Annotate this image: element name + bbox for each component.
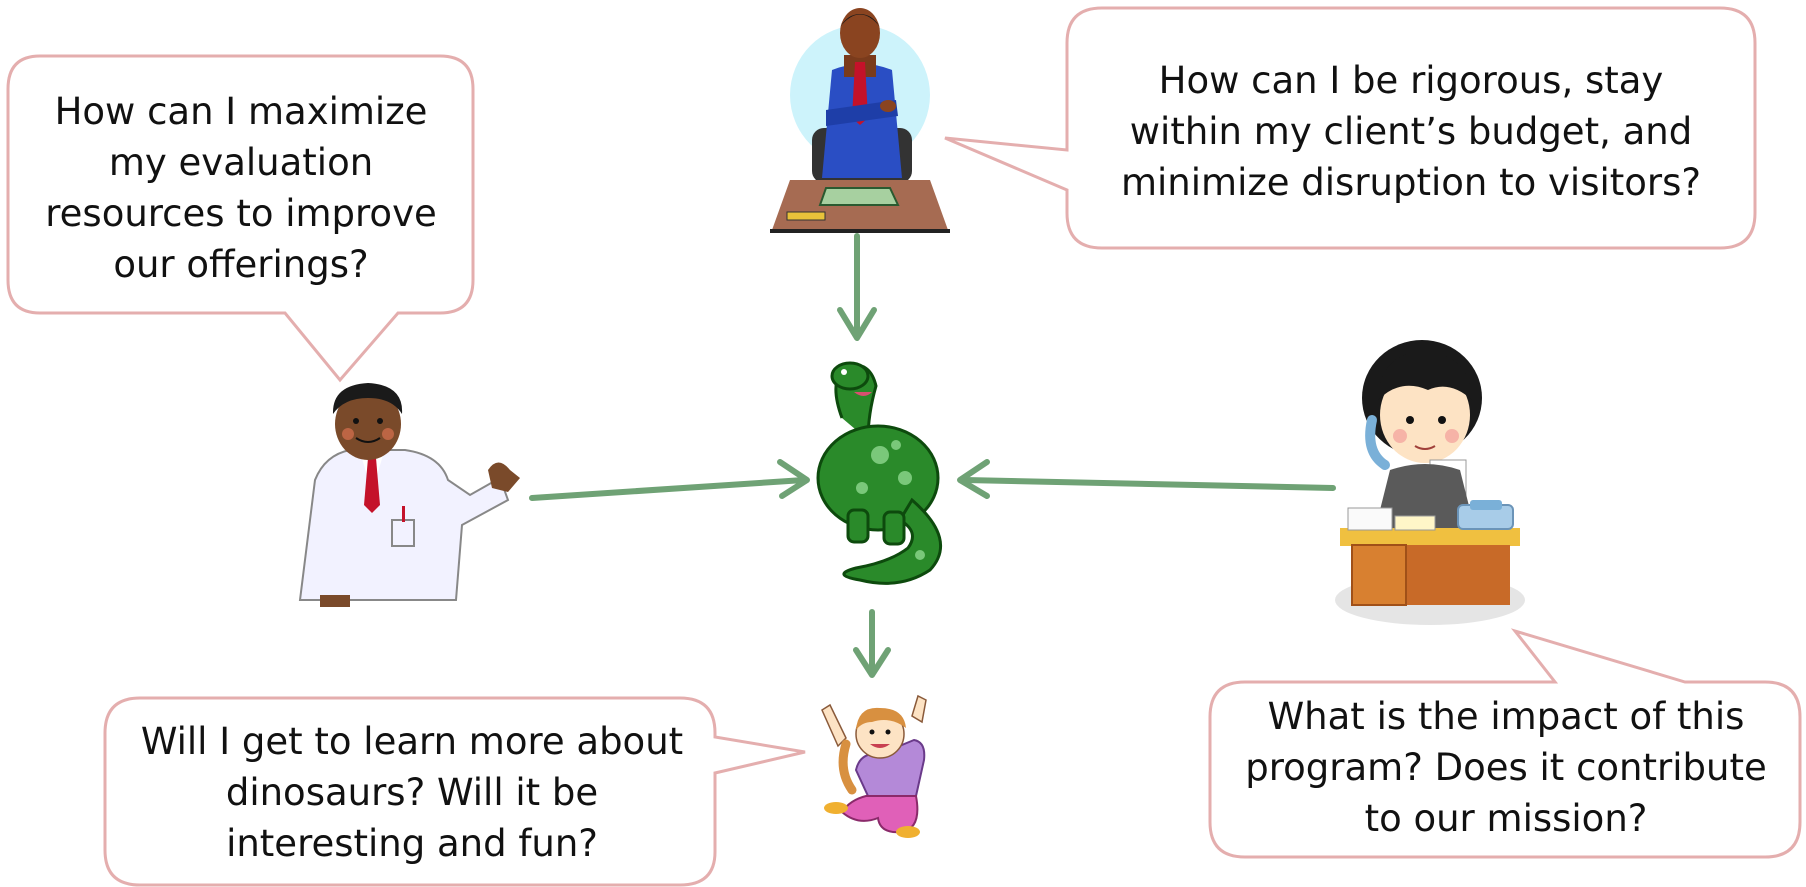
program-dinosaur-icon — [816, 361, 943, 585]
visitor-child-icon — [821, 694, 927, 838]
bubble-child — [103, 696, 806, 887]
administrator-question: What is the impact of this program? Does… — [1245, 695, 1767, 840]
arrow-program-to-child — [853, 609, 891, 678]
arrow-administrator-to-program — [957, 459, 1336, 499]
arrow-evaluator-to-program — [837, 233, 877, 341]
child-question: Will I get to learn more about dinosaurs… — [140, 720, 684, 865]
bubble-evaluator — [944, 6, 1757, 250]
arrow-educator-to-program — [529, 459, 810, 501]
evaluator-businessman-icon — [770, 8, 950, 233]
administrator-receptionist-icon — [1335, 340, 1525, 625]
educator-question: How can I maximize my evaluation resourc… — [45, 90, 437, 286]
bubble-administrator — [1208, 628, 1802, 859]
educator-scientist-icon — [298, 383, 520, 607]
evaluator-question: How can I be rigorous, stay within my cl… — [1120, 59, 1702, 204]
bubble-educator — [6, 54, 475, 383]
